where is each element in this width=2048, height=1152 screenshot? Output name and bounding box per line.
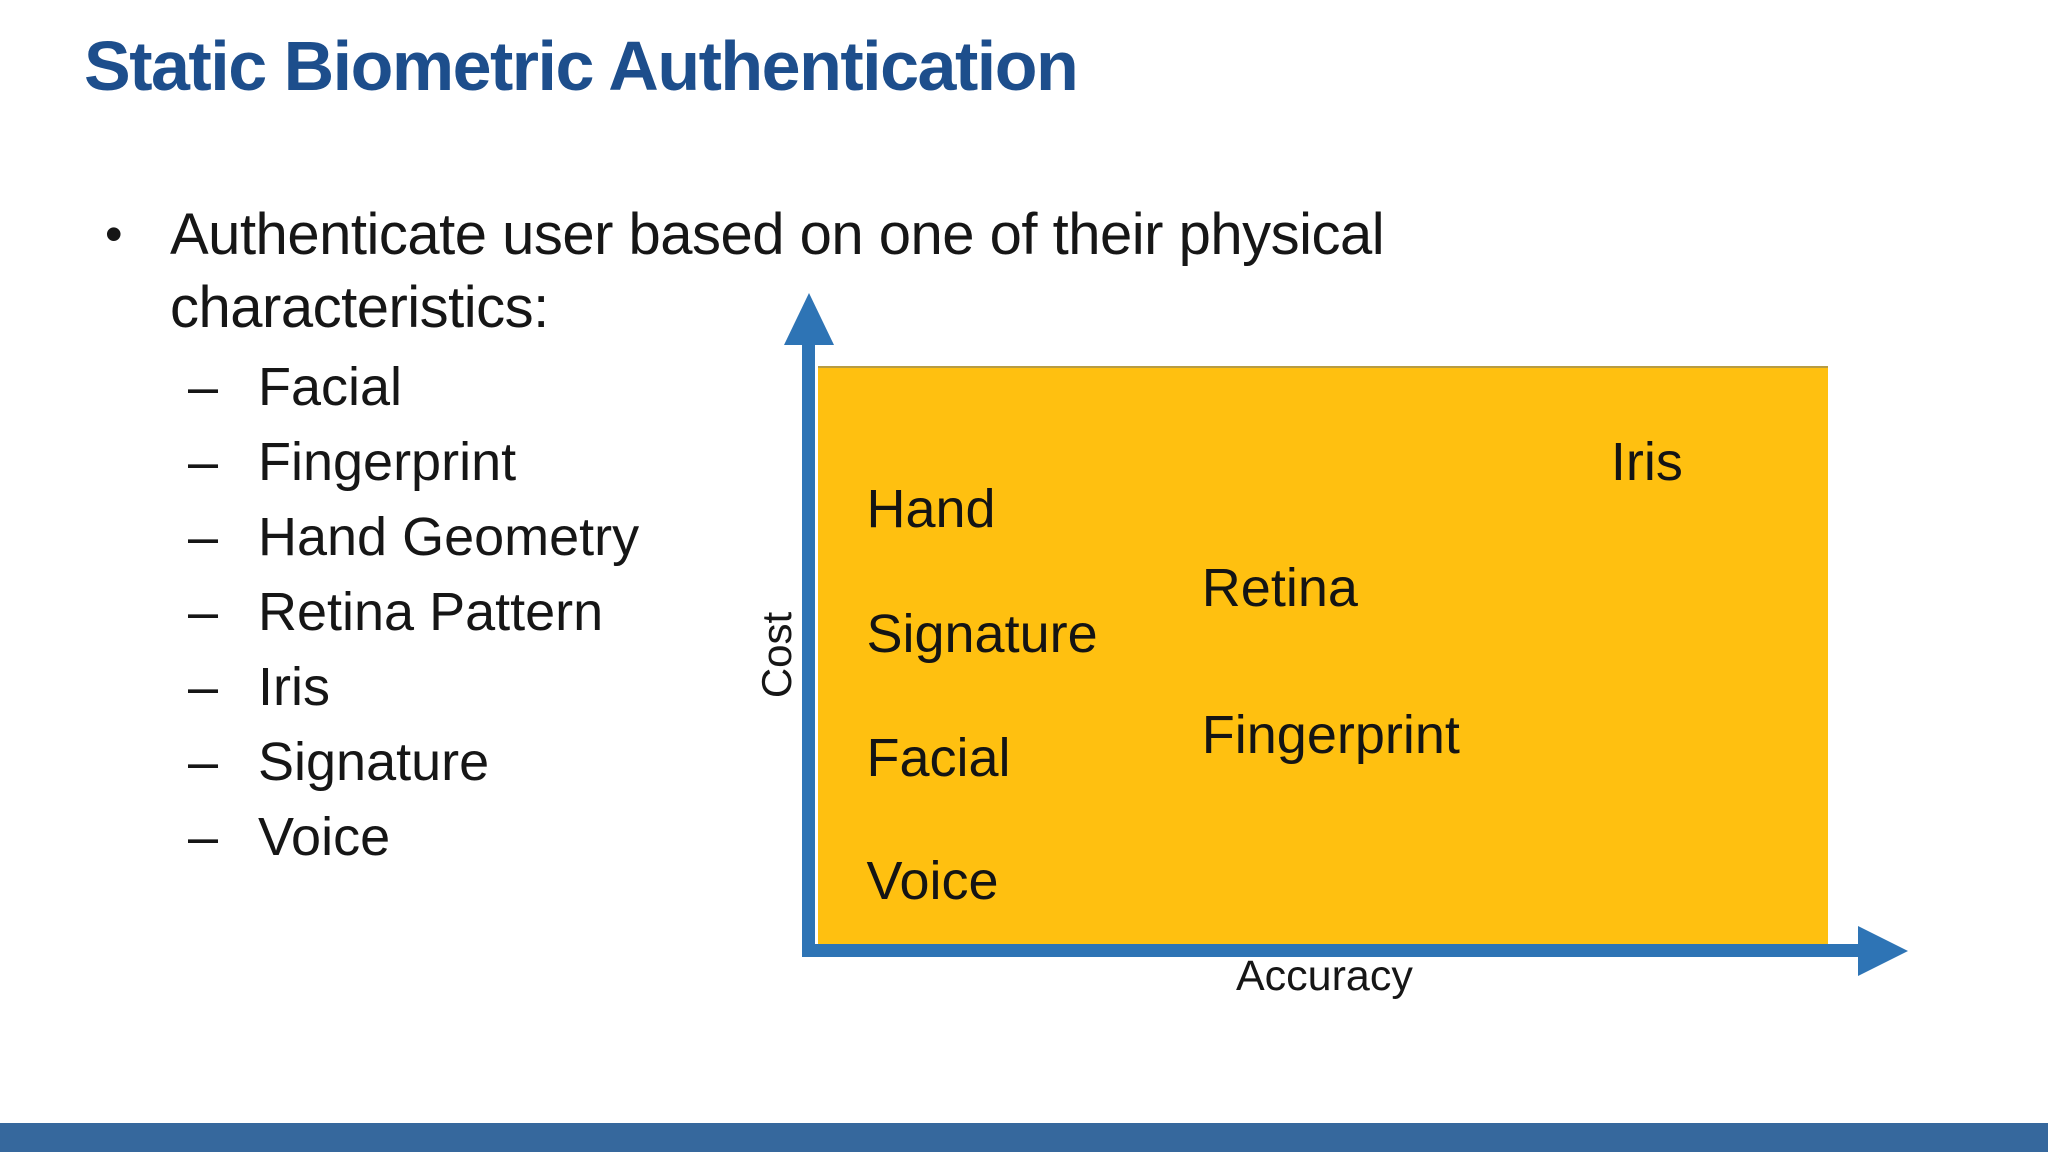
dash-marker: –: [188, 507, 219, 567]
list-item-label: Facial: [258, 357, 403, 417]
dash-marker: –: [188, 432, 219, 492]
sub-bullet-list: – Facial – Fingerprint – Hand Geometry –…: [188, 350, 639, 875]
chart-point-label: Iris: [1610, 432, 1683, 493]
chart-point-label: Hand: [866, 479, 996, 539]
dash-marker: –: [188, 732, 219, 792]
list-item-label: Signature: [258, 732, 490, 792]
dash-marker: –: [188, 657, 219, 717]
list-item: – Fingerprint: [188, 425, 639, 500]
list-item: – Signature: [188, 725, 639, 800]
dash-marker: –: [188, 357, 219, 417]
x-axis-label: Accuracy: [1236, 952, 1413, 1000]
chart-plot-area: [818, 366, 1828, 945]
chart-point-label: Voice: [866, 850, 999, 911]
right-arrow-icon: [1858, 926, 1908, 976]
list-item-label: Voice: [258, 807, 391, 867]
list-item-label: Retina Pattern: [258, 582, 604, 642]
up-arrow-icon: [784, 293, 834, 345]
list-item-label: Iris: [258, 657, 330, 717]
chart-point-label: Fingerprint: [1201, 704, 1460, 765]
bullet-item: • Authenticate user based on one of thei…: [105, 198, 1625, 344]
list-item: – Voice: [188, 800, 639, 875]
list-item: – Iris: [188, 650, 639, 725]
dash-marker: –: [188, 582, 219, 642]
page-title: Static Biometric Authentication: [84, 27, 1079, 105]
chart-point-label: Retina: [1201, 557, 1358, 618]
y-axis-line: [802, 332, 815, 957]
footer-bar: [0, 1123, 2048, 1152]
list-item: – Hand Geometry: [188, 500, 639, 575]
y-axis-label: Cost: [753, 611, 800, 699]
chart-point-label: Signature: [866, 604, 1098, 665]
list-item: – Facial: [188, 350, 639, 425]
list-item-label: Hand Geometry: [258, 507, 640, 567]
list-item-label: Fingerprint: [258, 432, 517, 492]
x-axis-line: [802, 944, 1864, 957]
bullet-text: Authenticate user based on one of their …: [170, 202, 1385, 340]
list-item: – Retina Pattern: [188, 575, 639, 650]
dash-marker: –: [188, 807, 219, 867]
chart-point-label: Facial: [866, 727, 1011, 788]
bullet-marker: •: [105, 206, 123, 262]
